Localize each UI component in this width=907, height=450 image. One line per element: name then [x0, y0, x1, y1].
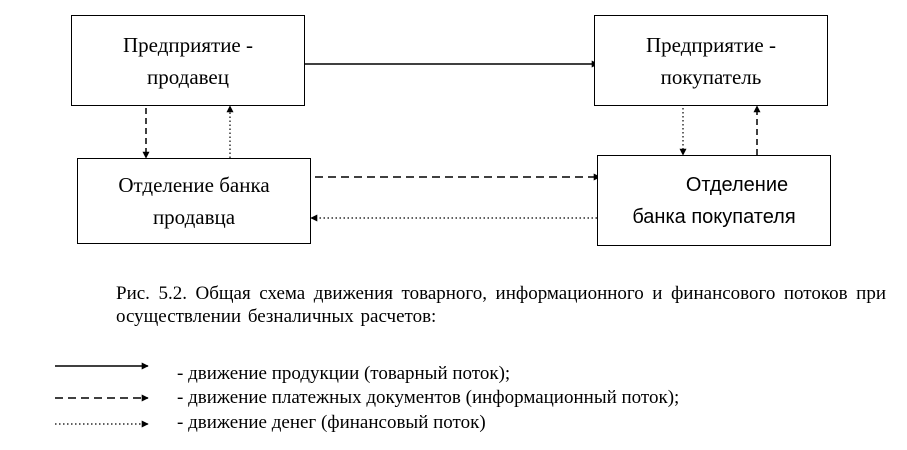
- seller-bank-line1: Отделение банка: [118, 173, 270, 197]
- seller-bank-box: Отделение банка продавца: [77, 158, 311, 244]
- buyer-bank-box: Отделение банка покупателя: [597, 155, 831, 246]
- legend-money-label: - движение денег (финансовый поток): [177, 412, 486, 433]
- figure-caption: Рис. 5.2. Общая схема движения товарного…: [116, 283, 886, 327]
- legend-documents-label: - движение платежных документов (информа…: [177, 387, 680, 408]
- buyer-box-line1: Предприятие -: [645, 32, 776, 57]
- buyer-bank-line2: банка покупателя: [632, 205, 796, 228]
- seller-bank-line2: продавца: [152, 205, 236, 229]
- buyer-bank-line1: Отделение: [685, 173, 789, 196]
- buyer-box-line2: покупатель: [660, 64, 762, 89]
- legend-product-label: - движение продукции (товарный поток);: [177, 363, 511, 384]
- seller-enterprise-box: Предприятие - продавец: [71, 15, 305, 106]
- seller-box-line1: Предприятие -: [122, 32, 253, 57]
- seller-box-line2: продавец: [147, 64, 229, 89]
- buyer-enterprise-box: Предприятие - покупатель: [594, 15, 828, 106]
